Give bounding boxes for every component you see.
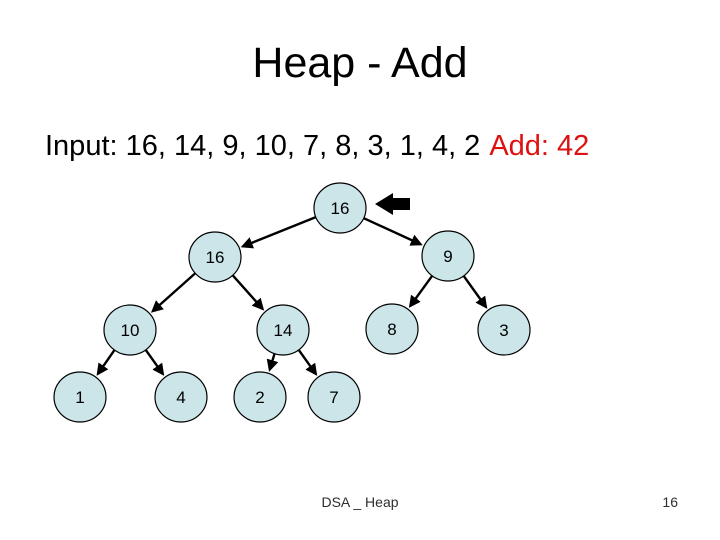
tree-node-2: 2 xyxy=(233,371,287,423)
input-sequence-text: Input: 16, 14, 9, 10, 7, 8, 3, 1, 4, 2 xyxy=(45,130,481,162)
page-number: 16 xyxy=(662,494,678,510)
node-value: 1 xyxy=(75,388,84,407)
tree-edge xyxy=(96,349,116,376)
tree-edge xyxy=(266,353,279,372)
slide-title: Heap - Add xyxy=(252,39,468,87)
add-value-text: Add: 42 xyxy=(489,130,590,162)
tree-node-16: 16 xyxy=(313,182,367,234)
node-circle xyxy=(421,230,475,282)
node-value: 10 xyxy=(121,321,140,340)
tree-edge xyxy=(297,349,318,376)
tree-node-7: 7 xyxy=(307,371,361,423)
tree-edge xyxy=(144,349,165,376)
tree-edge xyxy=(150,272,197,313)
node-value: 3 xyxy=(499,321,508,340)
node-circle xyxy=(53,371,107,423)
current-node-pointer-arrow-icon xyxy=(375,193,410,215)
tree-edge xyxy=(240,216,317,249)
tree-edge xyxy=(363,217,423,246)
node-value: 2 xyxy=(255,388,264,407)
tree-node-8: 8 xyxy=(365,303,419,355)
node-value: 16 xyxy=(331,199,350,218)
tree-node-16: 16 xyxy=(188,231,242,283)
tree-node-14: 14 xyxy=(256,304,310,356)
tree-node-9: 9 xyxy=(421,230,475,282)
node-circle xyxy=(233,371,287,423)
node-circle xyxy=(313,182,367,234)
node-value: 4 xyxy=(176,388,185,407)
tree-node-3: 3 xyxy=(477,304,531,356)
tree-edge xyxy=(462,275,488,309)
node-value: 8 xyxy=(387,320,396,339)
tree-node-4: 4 xyxy=(154,371,208,423)
node-circle xyxy=(103,304,157,356)
node-circle xyxy=(365,303,419,355)
tree-edge xyxy=(231,274,265,311)
node-circle xyxy=(307,371,361,423)
node-circle xyxy=(154,371,208,423)
node-value: 14 xyxy=(274,321,293,340)
tree-node-10: 10 xyxy=(103,304,157,356)
footer-text: DSA _ Heap xyxy=(321,494,399,510)
node-circle xyxy=(477,304,531,356)
node-circle xyxy=(188,231,242,283)
tree-edge xyxy=(408,275,434,308)
tree-node-1: 1 xyxy=(53,371,107,423)
node-value: 9 xyxy=(443,247,452,266)
node-circle xyxy=(256,304,310,356)
node-value: 16 xyxy=(206,248,225,267)
node-value: 7 xyxy=(329,388,338,407)
